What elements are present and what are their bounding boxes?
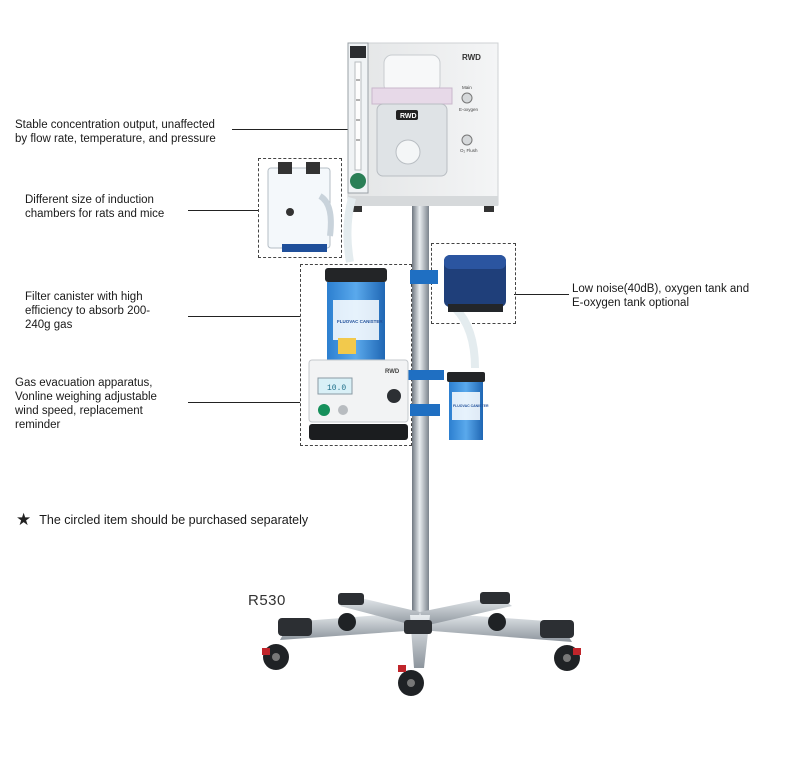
leader-line	[188, 402, 300, 403]
dashed-box-filter-and-evacuation	[300, 264, 412, 446]
callout-filter-canister: Filter canister with high efficiency to …	[25, 290, 150, 332]
star-icon: ★	[16, 510, 32, 529]
gas-tube	[343, 196, 356, 263]
callout-low-noise: Low noise(40dB), oxygen tank and E-oxyge…	[572, 282, 749, 310]
callout-line: E-oxygen tank optional	[572, 297, 689, 309]
callout-line: Different size of induction	[25, 194, 154, 206]
callout-induction-chambers: Different size of induction chambers for…	[25, 193, 164, 221]
callout-line: Stable concentration output, unaffected	[15, 119, 215, 131]
callout-line: wind speed, replacement	[15, 405, 143, 417]
gas-tube	[452, 305, 479, 369]
purchase-note: ★ The circled item should be purchased s…	[16, 510, 308, 530]
callout-line: chambers for rats and mice	[25, 208, 165, 220]
leader-line	[232, 129, 358, 130]
model-label: R530	[248, 592, 286, 609]
callout-line: Vonline weighing adjustable	[15, 391, 157, 403]
oxygen-concentrator	[444, 255, 506, 312]
leader-line	[514, 294, 569, 295]
pole-clamp	[410, 404, 440, 416]
canister-label: FLUOVAC CANISTER	[337, 319, 383, 324]
callout-line: Filter canister with high	[25, 291, 143, 303]
pole-clamp	[408, 370, 444, 380]
filter-canister	[325, 268, 387, 362]
leader-line	[188, 316, 300, 317]
callout-stable-concentration: Stable concentration output, unaffected …	[15, 118, 216, 146]
callout-line: efficiency to absorb 200-	[25, 305, 151, 317]
callout-line: reminder	[15, 419, 61, 431]
dashed-box-induction-chamber	[258, 158, 342, 258]
purchase-note-text: The circled item should be purchased sep…	[39, 513, 309, 527]
leader-line	[188, 210, 258, 211]
callout-gas-evacuation: Gas evacuation apparatus, Vonline weighi…	[15, 376, 187, 432]
vaporizer-unit	[347, 42, 499, 212]
vaporizer-logo: RWD	[400, 113, 417, 120]
caster-wheels	[262, 613, 581, 696]
brand-logo: RWD	[462, 53, 481, 62]
gauge-label-flush: O₂ Flush	[460, 148, 478, 153]
gas-evacuation-apparatus	[308, 359, 409, 440]
gauge-label-main: Main	[462, 85, 472, 90]
small-filter-canister	[447, 372, 485, 440]
callout-line: Low noise(40dB), oxygen tank and	[572, 283, 750, 295]
callout-line: 240g gas	[25, 319, 73, 331]
callout-line: Gas evacuation apparatus,	[15, 377, 153, 389]
callout-line: by flow rate, temperature, and pressure	[15, 133, 216, 145]
small-canister-label: FLUOVAC CANISTER	[453, 404, 489, 408]
induction-chamber	[267, 162, 334, 252]
evacuation-logo: RWD	[385, 369, 400, 375]
pole-clamp	[410, 270, 438, 284]
gauge-label-mid: E-oxygen	[459, 107, 479, 112]
evacuation-display: 10.0	[327, 384, 346, 393]
